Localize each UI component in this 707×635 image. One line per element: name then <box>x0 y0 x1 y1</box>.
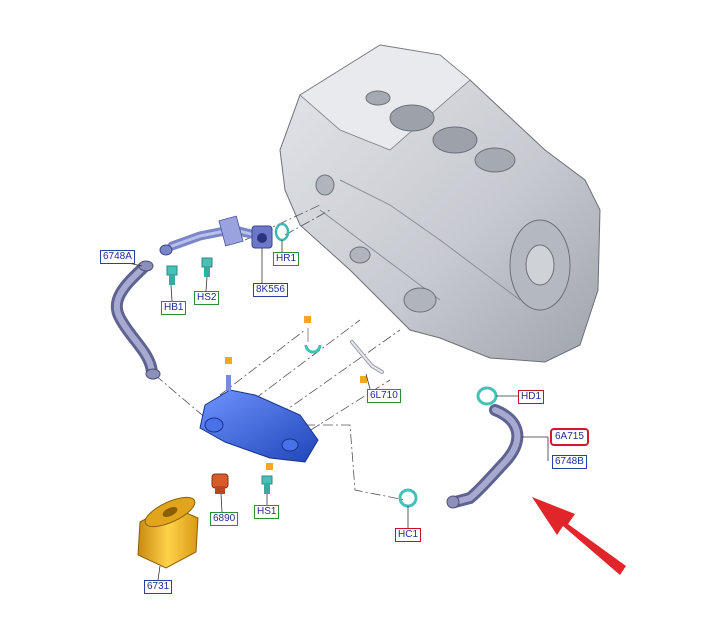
label-6748b: 6748B <box>552 455 587 469</box>
oil-filter <box>137 496 199 569</box>
label-6890: 6890 <box>210 512 239 526</box>
label-8k556: 8K556 <box>253 283 288 297</box>
label-hr1: HR1 <box>273 252 300 266</box>
oil-cooler-pipe <box>159 215 290 256</box>
label-hb1: HB1 <box>161 301 187 315</box>
bolt-hs1 <box>261 475 273 494</box>
label-hc1: HC1 <box>395 528 422 542</box>
label-hs2: HS2 <box>194 291 220 305</box>
label-6731: 6731 <box>144 580 173 594</box>
label-hs1: HS1 <box>254 505 280 519</box>
bolt-hb1 <box>166 265 178 285</box>
red-arrow-icon <box>532 497 626 575</box>
label-6a715-highlighted: 6A715 <box>550 428 589 446</box>
engine-block <box>279 44 601 363</box>
clip-hd1 <box>476 386 498 406</box>
oil-cooler <box>199 375 319 463</box>
hose-6a715 <box>446 404 524 509</box>
label-hd1: HD1 <box>518 390 545 404</box>
clip-near-marker <box>304 328 322 354</box>
bolt-hs2 <box>201 257 213 277</box>
clip-hc1 <box>398 488 418 508</box>
oil-pressure-sensor <box>211 473 229 494</box>
hose-6748a <box>110 260 161 380</box>
label-6l710: 6L710 <box>367 389 401 403</box>
position-markers <box>225 316 367 470</box>
gasket-6l710 <box>350 340 384 374</box>
label-6748a: 6748A <box>100 250 135 264</box>
